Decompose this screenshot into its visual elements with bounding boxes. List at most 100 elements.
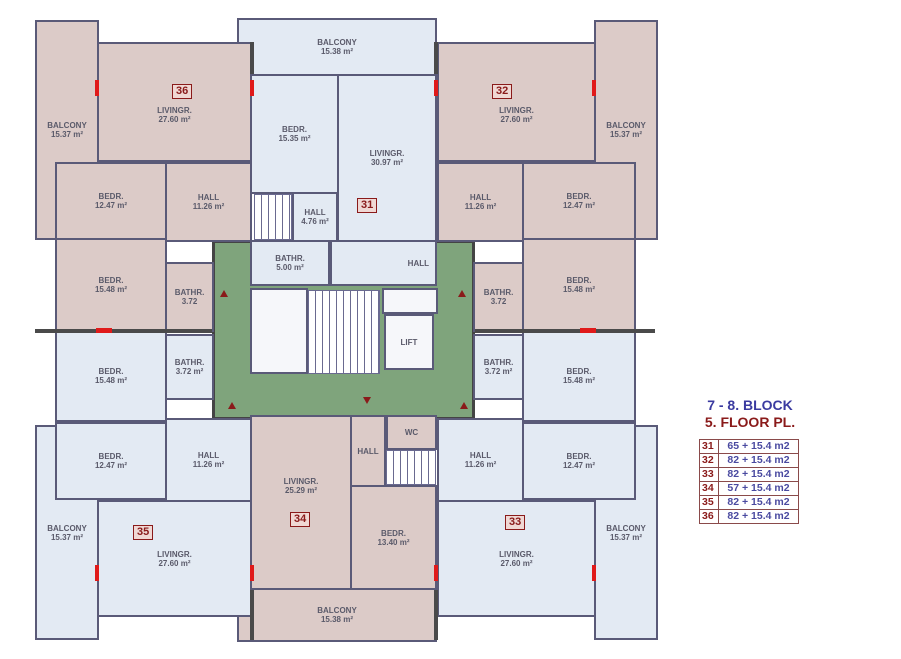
room-area: 15.48 m² <box>94 285 128 294</box>
dividing-wall <box>35 329 212 333</box>
room-name: BEDR. <box>381 528 406 538</box>
room-hall-31-entry: HALL <box>330 240 437 286</box>
room-living-35: LIVINGR.27.60 m² <box>97 500 252 617</box>
room-bathroom: BATHR.3.72 <box>165 262 214 332</box>
wall <box>250 590 254 640</box>
room-living-31: LIVINGR.30.97 m² <box>337 74 437 242</box>
room-area: 3.72 m² <box>484 367 513 376</box>
wall <box>250 42 254 74</box>
room-area: 3.72 m² <box>175 367 204 376</box>
room-name: HALL <box>197 451 220 460</box>
room-bedroom: BEDR.12.47 m² <box>55 422 167 500</box>
room-name: HALL <box>407 258 429 268</box>
room-name: HALL <box>304 208 326 217</box>
room-name: LIVINGR. <box>157 106 192 115</box>
room-bathroom: BATHR.3.72 <box>473 262 524 332</box>
room-name: BEDR. <box>98 192 124 201</box>
unit-area: 82 + 15.4 m2 <box>718 509 799 524</box>
room-area: 15.37 m² <box>50 532 84 542</box>
unit-number-badge: 33 <box>505 515 526 530</box>
room-area: 27.60 m² <box>500 558 533 568</box>
shaft <box>382 288 438 314</box>
room-area: 13.40 m² <box>377 537 410 547</box>
block-title: 7 - 8. BLOCK <box>707 397 793 413</box>
stairs <box>254 194 292 240</box>
door-marker <box>250 565 254 581</box>
room-hall-34: HALL <box>350 415 386 487</box>
room-area: 27.60 m² <box>158 558 191 568</box>
room-area: 11.26 m² <box>192 460 225 469</box>
room-wc-34: WC <box>386 415 437 450</box>
room-name: LIVINGR. <box>499 549 534 559</box>
room-area: 15.38 m² <box>320 47 354 56</box>
unit-number-badge: 34 <box>290 512 311 527</box>
door-marker <box>250 80 254 96</box>
arrow-icon <box>460 402 468 409</box>
door-marker <box>580 328 596 333</box>
room-name: BEDR. <box>566 192 592 201</box>
lift-label: LIFT <box>400 337 418 347</box>
room-area: 15.37 m² <box>609 130 643 139</box>
room-name: BALCONY <box>606 523 646 533</box>
room-area: 15.37 m² <box>609 532 643 542</box>
door-marker <box>592 565 596 581</box>
room-bedroom: BEDR.15.48 m² <box>522 330 636 422</box>
room-name: BATHR. <box>483 288 514 297</box>
room-area: 15.35 m² <box>278 134 311 143</box>
door-marker <box>434 80 438 96</box>
stairwell-landing <box>250 288 308 374</box>
room-area: 12.47 m² <box>562 461 596 470</box>
room-area: 15.48 m² <box>562 285 596 294</box>
arrow-icon <box>228 402 236 409</box>
main-staircase <box>308 290 380 374</box>
room-name: HALL <box>469 451 492 460</box>
stairs <box>386 450 436 485</box>
room-bedroom: BEDR.12.47 m² <box>522 162 636 240</box>
room-area: 5.00 m² <box>276 263 304 272</box>
room-living-34: LIVINGR.25.29 m² <box>250 415 352 590</box>
unit-area: 82 + 15.4 m2 <box>718 453 799 468</box>
lift: LIFT <box>384 314 434 370</box>
room-bedroom-31: BEDR.15.35 m² <box>250 74 339 194</box>
room-area: 15.48 m² <box>562 376 596 385</box>
door-marker <box>95 80 99 96</box>
room-area: 11.26 m² <box>464 460 497 469</box>
room-area: 11.26 m² <box>192 202 225 211</box>
unit-area: 57 + 15.4 m2 <box>718 481 799 496</box>
room-name: BEDR. <box>566 367 592 376</box>
room-living-32: LIVINGR.27.60 m² <box>437 42 596 162</box>
unit-number: 32 <box>699 453 719 468</box>
room-name: BEDR. <box>98 367 124 376</box>
room-area: 27.60 m² <box>500 115 533 124</box>
room-bedroom: BEDR.12.47 m² <box>55 162 167 240</box>
room-name: BALCONY <box>606 121 646 130</box>
unit-number: 33 <box>699 467 719 482</box>
room-name: HALL <box>197 193 220 202</box>
room-name: BALCONY <box>317 606 357 615</box>
room-bedroom: BEDR.15.48 m² <box>522 238 636 332</box>
unit-number: 31 <box>699 439 719 454</box>
room-bedroom-34: BEDR.13.40 m² <box>350 485 437 590</box>
room-area: 15.48 m² <box>94 376 128 385</box>
unit-number-badge: 31 <box>357 198 378 213</box>
unit-number: 34 <box>699 481 719 496</box>
door-marker <box>96 328 112 333</box>
dividing-wall <box>475 329 655 333</box>
arrow-icon <box>220 290 228 297</box>
door-marker <box>434 565 438 581</box>
door-marker <box>95 565 99 581</box>
room-bathroom-31: BATHR.5.00 m² <box>250 240 330 286</box>
room-name: BATHR. <box>174 358 205 367</box>
